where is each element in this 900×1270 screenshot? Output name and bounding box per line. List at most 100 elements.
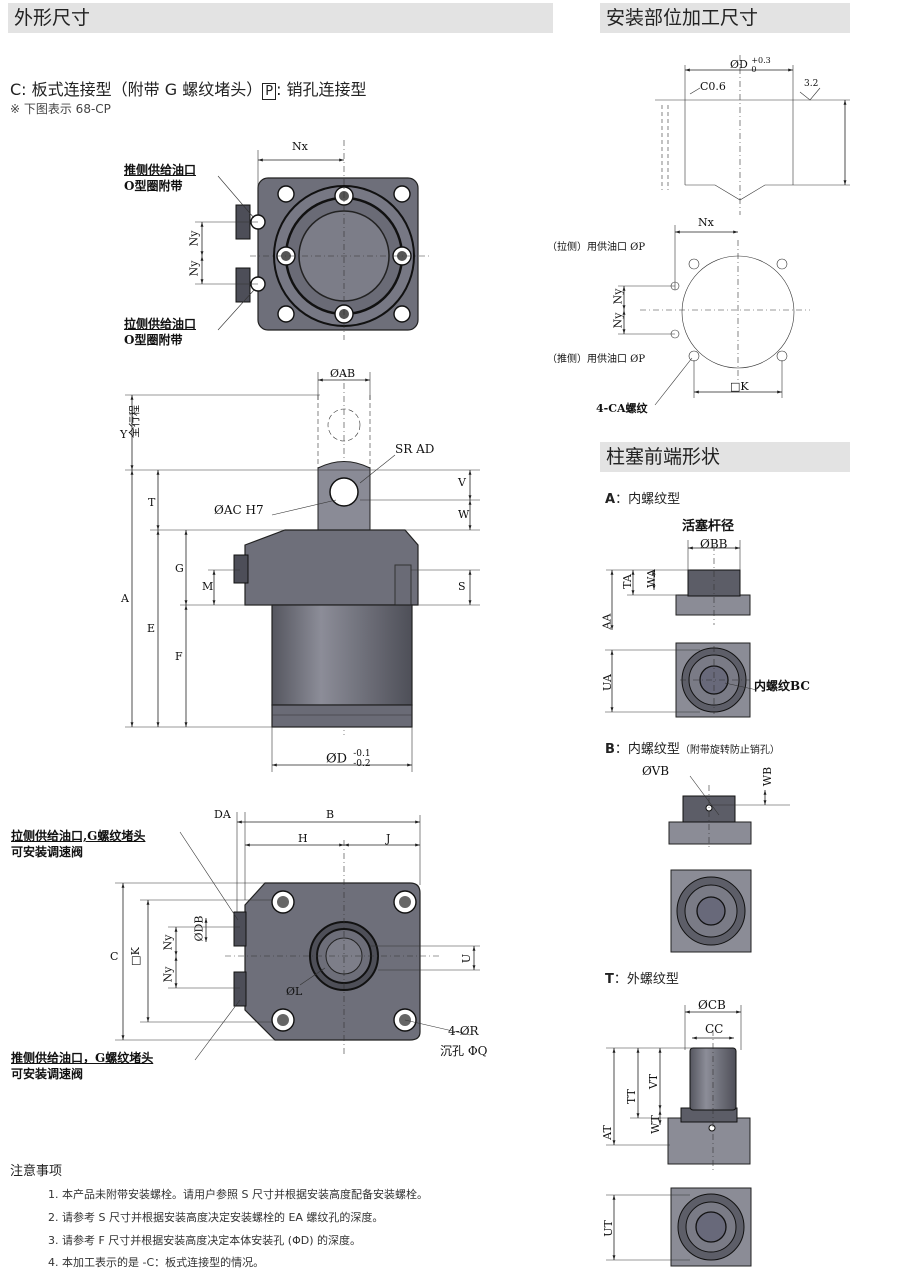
bottom-r-label: 4-ØR — [448, 1024, 479, 1038]
type-b-key: B — [605, 742, 615, 757]
plunger-t-tt-label: TT — [624, 1089, 638, 1104]
plunger-t-ut-label: UT — [601, 1220, 615, 1237]
mount-d-tol-up: +0.3 — [751, 56, 771, 65]
mount-k-label: □K — [730, 380, 749, 393]
side-ab-label: ØAB — [330, 367, 356, 380]
side-srad-label: SR AD — [395, 442, 435, 456]
side-v-label: V — [458, 476, 466, 489]
mount-push-port-label: （推侧）用供油口 ØP — [547, 354, 646, 365]
plunger-a-aa-label: AA — [600, 613, 614, 630]
plunger-a-rod-label: 活塞杆径 — [682, 519, 735, 534]
note-item-4: 4. 本加工表示的是 -C：板式连接型的情况。 — [48, 1256, 265, 1269]
plunger-a-ta-label: TA — [620, 574, 634, 589]
top-push-port-line1: 推侧供给油口 — [124, 163, 197, 177]
mounting-dimensions-header: 安装部位加工尺寸 — [600, 3, 850, 33]
plunger-b-vb-label: ØVB — [642, 764, 670, 778]
bottom-u-label: U — [460, 953, 474, 964]
notes-title: 注意事项 — [10, 1164, 63, 1179]
subtitle-box: P — [262, 83, 277, 100]
plunger-t-drawing — [606, 1005, 752, 1267]
bottom-view-drawing — [115, 812, 480, 1061]
side-g-label: G — [175, 562, 184, 575]
side-s-label: S — [458, 580, 466, 593]
model-subtitle: C: 板式连接型（附带 G 螺纹堵头）P: 销孔连接型 — [10, 76, 367, 100]
plunger-shape-title: 柱塞前端形状 — [606, 446, 721, 468]
bottom-ny-label-2: Ny — [161, 966, 175, 983]
side-d-value: ØD — [326, 751, 348, 767]
top-ny-label-2: Ny — [187, 260, 201, 277]
top-nx-label: Nx — [292, 140, 308, 153]
side-t-label: T — [148, 496, 156, 509]
subtitle-text: C: 板式连接型（附带 G 螺纹堵头） — [10, 80, 263, 99]
top-view-drawing — [195, 140, 430, 340]
type-t-text: ：外螺纹型 — [613, 972, 679, 987]
top-push-port-line2: O型圈附带 — [124, 179, 183, 193]
bottom-db-label: ØDB — [192, 915, 206, 942]
bottom-j-label: J — [386, 832, 391, 845]
plunger-a-drawing — [605, 540, 758, 718]
plunger-a-wa-label: WA — [644, 569, 658, 588]
top-push-port-label: 推侧供给油口 O型圈附带 — [124, 162, 196, 194]
mount-rough-label: 3.2 — [804, 79, 819, 89]
side-e-label: E — [147, 622, 156, 635]
bottom-b-label: B — [326, 808, 335, 821]
type-a-label: A：内螺纹型 — [605, 488, 680, 507]
side-d-tol-up: -0.1 — [353, 749, 371, 759]
plunger-t-wt-label: WT — [648, 1115, 662, 1134]
side-d-label: ØD -0.1 -0.2 — [326, 749, 371, 769]
top-pull-port-line1: 拉侧供给油口 — [124, 317, 197, 331]
bottom-push-port-label: 推侧供给油口，G螺纹堵头 可安装调速阀 — [11, 1050, 153, 1082]
plunger-shape-header: 柱塞前端形状 — [600, 442, 850, 472]
plunger-t-cb-label: ØCB — [698, 998, 726, 1012]
bottom-ny-label-1: Ny — [161, 934, 175, 951]
type-b-text: ：内螺纹型 — [614, 742, 680, 757]
side-view-drawing — [125, 370, 480, 772]
bottom-k-label: □K — [128, 947, 142, 966]
side-f-label: F — [175, 650, 183, 663]
bottom-pull-port-line1: 拉侧供给油口,G螺纹堵头 — [11, 829, 146, 843]
plunger-t-at-label: AT — [600, 1125, 614, 1140]
type-a-text: ：内螺纹型 — [615, 492, 681, 507]
subtitle-note: ※ 下图表示 68-CP — [10, 102, 111, 116]
type-t-label: T：外螺纹型 — [605, 968, 679, 987]
bottom-pull-port-label: 拉侧供给油口,G螺纹堵头 可安装调速阀 — [11, 828, 145, 860]
type-a-key: A — [605, 492, 616, 507]
mount-hole-drawing — [618, 55, 850, 406]
bottom-h-label: H — [298, 832, 308, 845]
mounting-dimensions-title: 安装部位加工尺寸 — [606, 7, 759, 29]
plunger-b-wb-label: WB — [761, 766, 775, 787]
note-item-2: 2. 请参考 S 尺寸并根据安装高度决定安装螺栓的 EA 螺纹孔的深度。 — [48, 1211, 384, 1224]
bottom-pull-port-line2: 可安装调速阀 — [11, 845, 84, 859]
mount-d-tol-low: 0 — [751, 65, 757, 74]
subtitle-post: : 销孔连接型 — [276, 80, 367, 99]
note-item-1: 1. 本产品未附带安装螺栓。请用户参照 S 尺寸并根据安装高度配备安装螺栓。 — [48, 1188, 428, 1201]
plunger-a-bc-label: 内螺纹BC — [754, 679, 810, 693]
mount-ca-label: 4-CA螺纹 — [596, 402, 648, 415]
side-w-label: W — [458, 508, 470, 521]
outline-dimensions-title: 外形尺寸 — [14, 7, 91, 29]
plunger-t-cc-label: CC — [705, 1022, 724, 1036]
top-pull-port-label: 拉侧供给油口 O型圈附带 — [124, 316, 196, 348]
side-stroke-label: 全行程 — [128, 405, 141, 438]
bottom-q-label: 沉孔 ΦQ — [440, 1044, 488, 1058]
mount-c06-label: C0.6 — [700, 80, 726, 93]
bottom-push-port-line2: 可安装调速阀 — [11, 1067, 84, 1081]
mount-ny-label-2: Ny — [611, 312, 625, 329]
type-t-key: T — [605, 972, 614, 987]
plunger-a-bb-label: ØBB — [700, 537, 728, 551]
plunger-a-ua-label: UA — [600, 674, 614, 691]
top-ny-label-1: Ny — [187, 230, 201, 247]
mount-ny-label-1: Ny — [611, 288, 625, 305]
outline-dimensions-header: 外形尺寸 — [8, 3, 553, 33]
side-y-label: Y — [120, 428, 128, 441]
mount-d-value: ØD — [730, 58, 748, 71]
plunger-t-vt-label: VT — [647, 1073, 661, 1090]
mount-pull-port-label: （拉侧）用供油口 ØP — [547, 242, 646, 253]
type-b-note: （附带旋转防止销孔） — [679, 745, 780, 756]
top-pull-port-line2: O型圈附带 — [124, 333, 183, 347]
bottom-da-label: DA — [214, 808, 231, 821]
bottom-l-label: ØL — [286, 985, 303, 998]
mount-d-label: ØD +0.3 0 — [730, 56, 771, 74]
type-b-label: B：内螺纹型（附带旋转防止销孔） — [605, 738, 780, 757]
